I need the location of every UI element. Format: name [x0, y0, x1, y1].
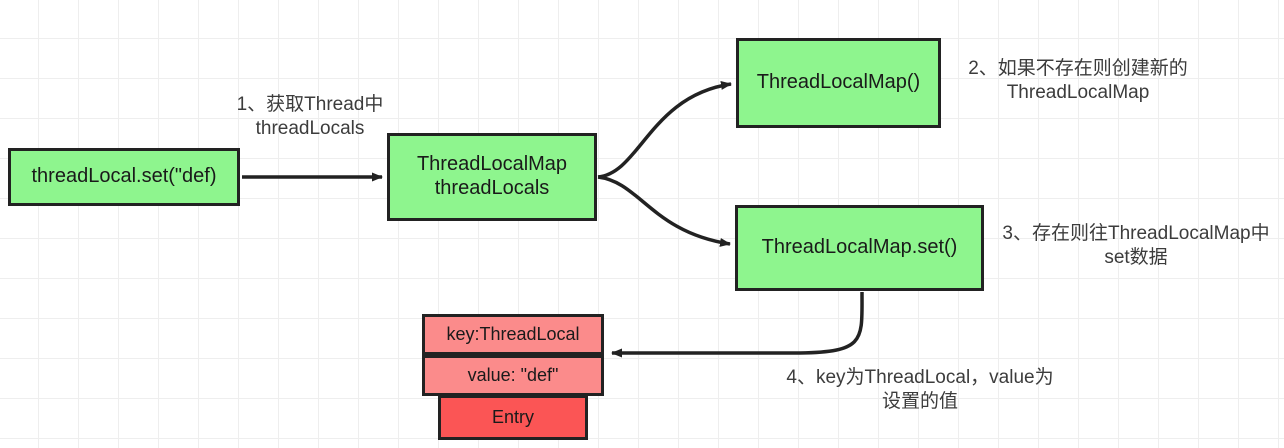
annotation-step-2: 2、如果不存在则创建新的 ThreadLocalMap	[968, 58, 1188, 103]
node-threadlocal-set[interactable]: threadLocal.set("def)	[8, 148, 240, 206]
annotation-step-1: 1、获取Thread中 threadLocals	[236, 94, 384, 139]
annotation-step-4: 4、key为ThreadLocal，value为 设置的值	[786, 367, 1054, 412]
node-threadlocalmap-threadlocals[interactable]: ThreadLocalMap threadLocals	[387, 133, 597, 221]
arrow-threadlocals-to-new-map	[597, 81, 732, 179]
node-threadlocalmap-constructor[interactable]: ThreadLocalMap()	[736, 38, 941, 128]
entry-value-row[interactable]: value: "def"	[422, 355, 604, 396]
arrow-map-set-to-entry	[611, 291, 864, 358]
node-threadlocalmap-set[interactable]: ThreadLocalMap.set()	[735, 205, 984, 291]
annotation-step-3: 3、存在则往ThreadLocalMap中 set数据	[1002, 223, 1270, 268]
entry-label-box[interactable]: Entry	[438, 395, 588, 440]
arrow-threadlocals-to-map-set	[597, 175, 731, 247]
entry-key-row[interactable]: key:ThreadLocal	[422, 314, 604, 355]
